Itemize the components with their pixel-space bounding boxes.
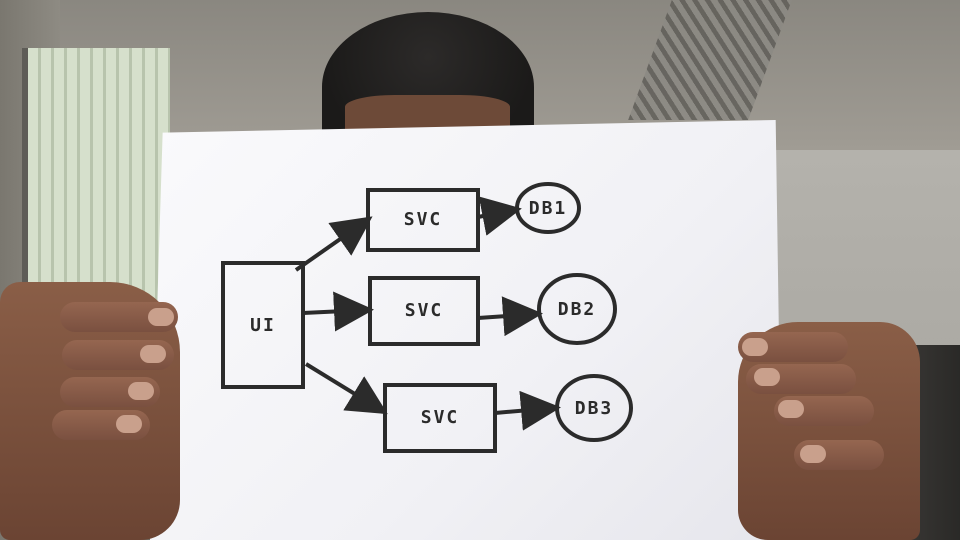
right-nail-1 <box>742 338 768 356</box>
edge-svc-mid-db2 <box>477 296 543 337</box>
edge-ui-svc-top <box>294 216 373 272</box>
edge-svc-top-db1 <box>477 196 522 236</box>
ui-label: UI <box>250 315 276 336</box>
edge-ui-svc-mid <box>302 291 374 332</box>
left-nail-3 <box>128 382 154 400</box>
ui-box <box>221 261 305 389</box>
right-nail-4 <box>800 445 826 463</box>
right-nail-2 <box>754 368 780 386</box>
db3-label: DB3 <box>575 398 614 419</box>
architecture-diagram: UI SVC SVC SVC DB1 DB2 DB3 <box>221 182 633 453</box>
svc-bottom-label: SVC <box>421 407 460 428</box>
edge-ui-svc-bottom <box>304 362 388 415</box>
left-nail-4 <box>116 415 142 433</box>
db2-label: DB2 <box>558 299 597 320</box>
window-blinds <box>22 48 170 308</box>
svc-top-label: SVC <box>404 209 443 230</box>
db1-label: DB1 <box>529 198 568 219</box>
svc-bottom-box <box>383 383 497 453</box>
left-hand <box>0 282 180 540</box>
right-hand <box>738 322 920 540</box>
svc-mid-label: SVC <box>405 300 444 321</box>
left-nail-1 <box>148 308 174 326</box>
edge-svc-bottom-db3 <box>494 390 561 431</box>
right-nail-3 <box>778 400 804 418</box>
left-nail-2 <box>140 345 166 363</box>
